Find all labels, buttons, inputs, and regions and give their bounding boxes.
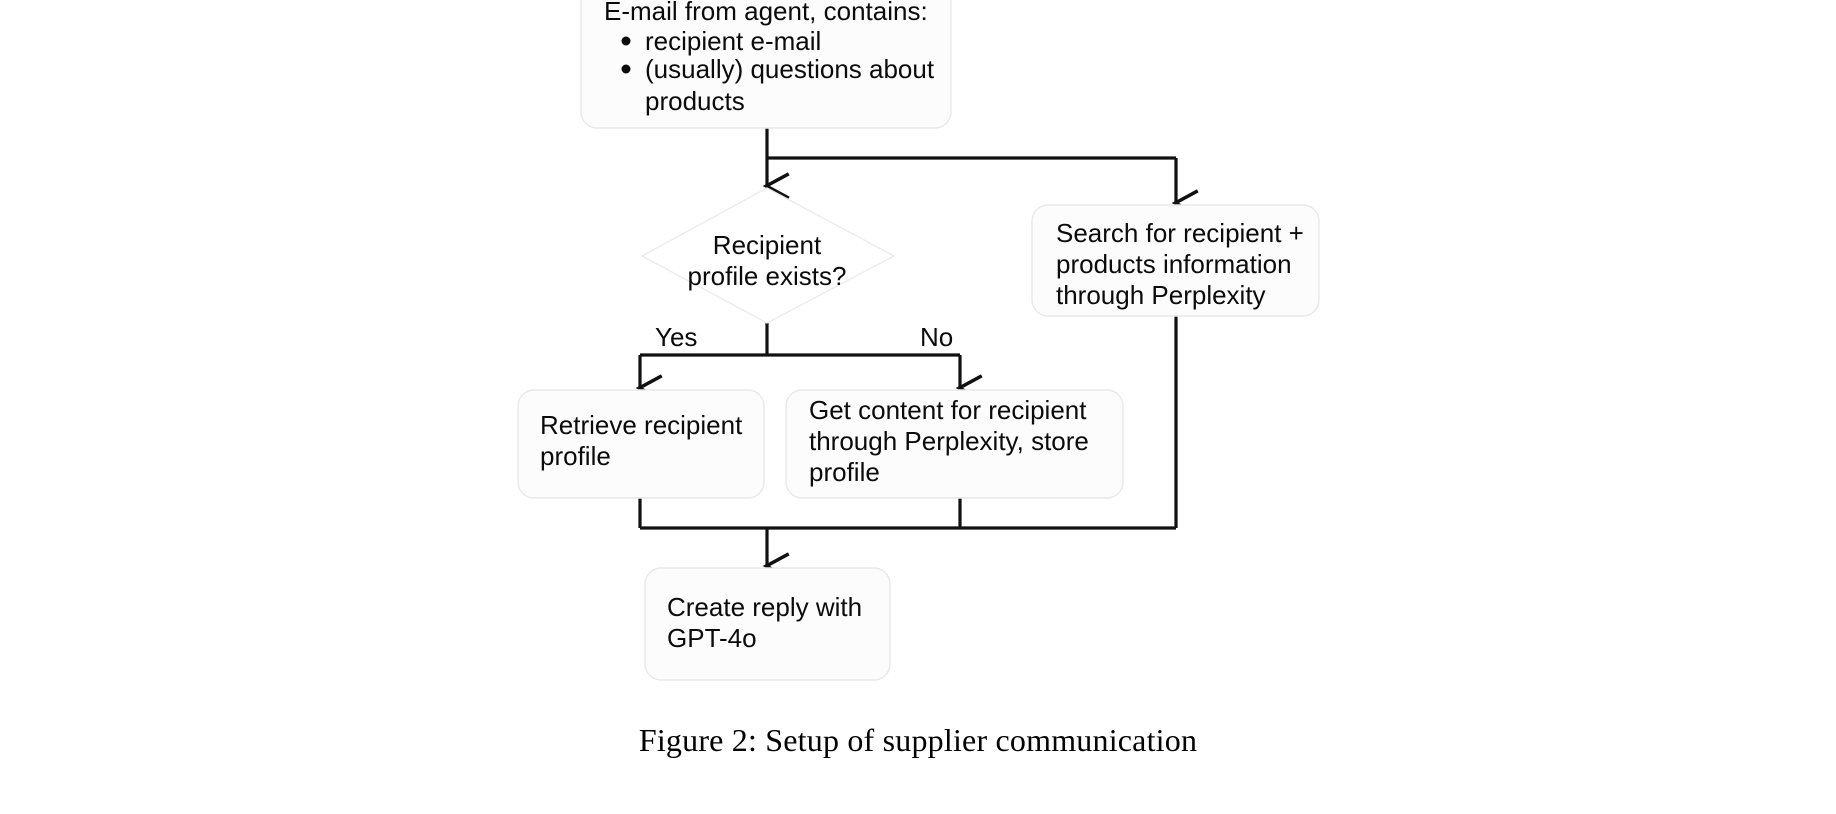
node-decision-line-2: profile exists?	[688, 261, 847, 291]
node-search-perplexity-line-2: products information	[1056, 249, 1292, 279]
node-email-input-bullet-2: (usually) questions about	[645, 54, 935, 84]
edge-label-no: No	[920, 322, 953, 352]
node-retrieve-profile-shape	[517, 389, 765, 499]
node-create-reply-line-1: Create reply with	[667, 592, 862, 622]
node-email-input-heading: E-mail from agent, contains:	[604, 0, 928, 26]
node-search-perplexity[interactable]: Search for recipient + products informat…	[1031, 204, 1320, 317]
node-get-content-line-3: profile	[809, 457, 880, 487]
node-get-content-line-1: Get content for recipient	[809, 395, 1087, 425]
node-retrieve-profile-line-1: Retrieve recipient	[540, 410, 743, 440]
node-decision-line-1: Recipient	[713, 230, 822, 260]
node-retrieve-profile-line-2: profile	[540, 441, 611, 471]
node-decision-shape	[640, 187, 896, 324]
node-get-content-line-2: through Perplexity, store	[809, 426, 1089, 456]
node-create-reply-line-2: GPT-4o	[667, 623, 757, 653]
figure-caption: Figure 2: Setup of supplier communicatio…	[638, 722, 1198, 758]
node-search-perplexity-line-1: Search for recipient +	[1056, 218, 1304, 248]
node-email-input-bullet-1: recipient e-mail	[645, 26, 821, 56]
bullet-dot-icon	[621, 36, 631, 46]
node-decision[interactable]: Recipient profile exists?	[640, 187, 896, 324]
node-search-perplexity-line-3: through Perplexity	[1056, 280, 1266, 310]
node-retrieve-profile[interactable]: Retrieve recipient profile	[517, 389, 765, 499]
node-search-perplexity-shape	[1031, 204, 1320, 317]
edge-label-yes: Yes	[655, 322, 697, 352]
node-email-input-bullet-2-cont: products	[645, 86, 745, 116]
node-create-reply-shape	[644, 567, 891, 681]
node-create-reply[interactable]: Create reply with GPT-4o	[644, 567, 891, 681]
node-get-content-shape	[785, 389, 1124, 499]
node-email-input[interactable]: E-mail from agent, contains: recipient e…	[580, 0, 952, 129]
node-get-content[interactable]: Get content for recipient through Perple…	[785, 389, 1124, 499]
bullet-dot-icon	[621, 64, 631, 74]
node-email-input-shape	[580, 0, 952, 129]
